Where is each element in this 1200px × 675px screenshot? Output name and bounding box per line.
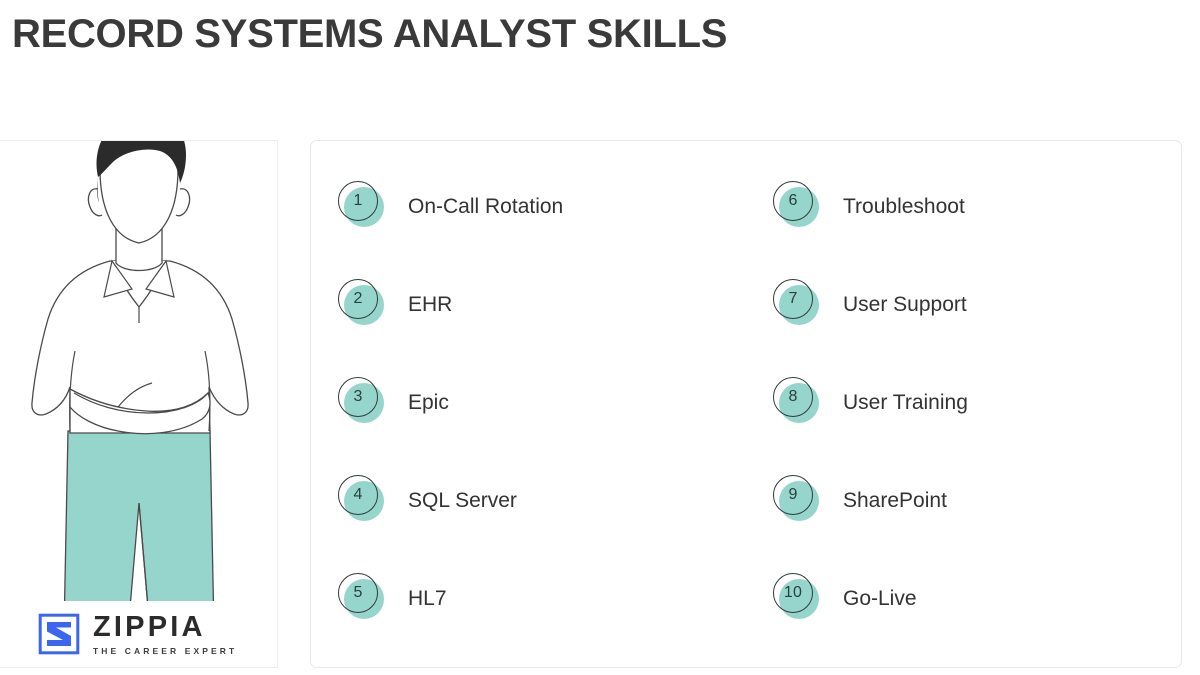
skills-card: 1 On-Call Rotation 2 EHR 3 Epic <box>310 140 1182 668</box>
skill-item-6[interactable]: 6 Troubleshoot <box>746 181 1181 282</box>
skill-item-10[interactable]: 10 Go-Live <box>746 573 1181 674</box>
skill-item-3[interactable]: 3 Epic <box>311 377 746 478</box>
skill-label: SharePoint <box>843 489 947 512</box>
badge-number: 6 <box>788 192 798 209</box>
skills-columns: 1 On-Call Rotation 2 EHR 3 Epic <box>311 141 1181 667</box>
skill-number-badge: 5 <box>338 573 384 619</box>
skills-column-left: 1 On-Call Rotation 2 EHR 3 Epic <box>311 141 746 667</box>
skill-number-badge: 6 <box>773 181 819 227</box>
skill-label: SQL Server <box>408 489 517 512</box>
badge-ring <box>338 377 378 417</box>
skill-label: User Support <box>843 293 967 316</box>
badge-number: 9 <box>788 486 798 503</box>
skill-number-badge: 9 <box>773 475 819 521</box>
badge-ring <box>773 573 813 613</box>
badge-number: 2 <box>353 290 363 307</box>
zippia-logo: ZIPPIA THE CAREER EXPERT <box>0 601 277 667</box>
skill-number-badge: 7 <box>773 279 819 325</box>
badge-ring <box>773 279 813 319</box>
skill-number-badge: 8 <box>773 377 819 423</box>
badge-number: 4 <box>353 486 363 503</box>
skill-number-badge: 2 <box>338 279 384 325</box>
badge-ring <box>338 475 378 515</box>
illustration-panel: ZIPPIA THE CAREER EXPERT <box>0 140 278 668</box>
badge-ring <box>338 573 378 613</box>
skill-number-badge: 10 <box>773 573 819 619</box>
badge-ring <box>773 181 813 221</box>
badge-number: 3 <box>353 388 363 405</box>
zippia-tagline: THE CAREER EXPERT <box>93 645 238 656</box>
badge-number: 1 <box>353 192 363 209</box>
badge-ring <box>338 279 378 319</box>
skill-item-9[interactable]: 9 SharePoint <box>746 475 1181 576</box>
badge-number: 7 <box>788 290 798 307</box>
skill-number-badge: 4 <box>338 475 384 521</box>
badge-ring <box>773 377 813 417</box>
skill-item-7[interactable]: 7 User Support <box>746 279 1181 380</box>
badge-ring <box>338 181 378 221</box>
badge-ring <box>773 475 813 515</box>
skill-number-badge: 1 <box>338 181 384 227</box>
badge-number: 5 <box>353 584 363 601</box>
badge-number: 10 <box>783 584 803 601</box>
skill-label: Troubleshoot <box>843 195 965 218</box>
zippia-logo-text: ZIPPIA THE CAREER EXPERT <box>93 610 238 656</box>
zippia-mark-icon <box>38 613 80 655</box>
skill-item-8[interactable]: 8 User Training <box>746 377 1181 478</box>
skill-label: Go-Live <box>843 587 917 610</box>
badge-number: 8 <box>788 388 798 405</box>
page-title: RECORD SYSTEMS ANALYST SKILLS <box>12 12 728 56</box>
skill-label: HL7 <box>408 587 447 610</box>
skill-number-badge: 3 <box>338 377 384 423</box>
skill-label: On-Call Rotation <box>408 195 564 218</box>
skill-item-5[interactable]: 5 HL7 <box>311 573 746 674</box>
person-illustration-icon <box>31 141 249 631</box>
skill-label: User Training <box>843 391 968 414</box>
skill-label: Epic <box>408 391 449 414</box>
skill-item-1[interactable]: 1 On-Call Rotation <box>311 181 746 282</box>
skill-label: EHR <box>408 293 453 316</box>
skill-item-2[interactable]: 2 EHR <box>311 279 746 380</box>
skill-item-4[interactable]: 4 SQL Server <box>311 475 746 576</box>
zippia-wordmark: ZIPPIA <box>93 610 206 643</box>
skills-column-right: 6 Troubleshoot 7 User Support 8 User Tr <box>746 141 1181 667</box>
